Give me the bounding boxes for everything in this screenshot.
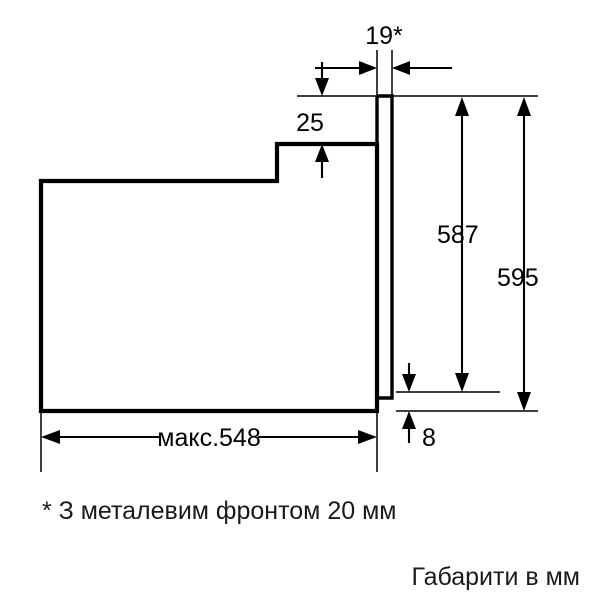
dimension-front-thickness: 19*: [315, 22, 452, 96]
arrow-head-up-595: [517, 97, 531, 116]
dimension-outer-height: 595: [497, 97, 539, 411]
dimension-label-bottom-offset: 8: [422, 424, 436, 452]
front-panel-profile: [375, 94, 394, 411]
arrow-head-up: [315, 144, 329, 162]
dimension-step-height: 25: [296, 62, 377, 178]
arrow-head-left-548: [41, 430, 60, 444]
arrow-head-right: [359, 61, 377, 75]
dimension-label-front-thickness: 19*: [365, 22, 403, 50]
dimension-label-step-height: 25: [296, 109, 324, 137]
dimension-label-inner-height: 587: [437, 221, 479, 249]
right-reference-lines: [392, 95, 538, 412]
arrow-head-down-595: [517, 392, 531, 411]
dimension-inner-height: 587: [437, 97, 479, 392]
dimension-bottom-offset: 8: [402, 363, 436, 452]
arrow-head-up-587: [455, 97, 469, 116]
dimension-label-max-depth: макс.548: [157, 424, 260, 452]
arrow-head-down-8: [402, 374, 416, 392]
arrow-head-right-548: [358, 430, 377, 444]
units-note-text: Габарити в мм: [411, 563, 580, 591]
arrow-head-down-587: [455, 373, 469, 392]
arrow-head-down: [315, 78, 329, 96]
footnote-text: * З металевим фронтом 20 мм: [42, 497, 396, 525]
oven-body-outline: [38, 141, 380, 414]
arrow-head-left: [392, 61, 410, 75]
dimension-max-depth: макс.548: [40, 413, 378, 472]
dimension-label-outer-height: 595: [497, 264, 539, 292]
arrow-head-up-8: [402, 411, 416, 429]
